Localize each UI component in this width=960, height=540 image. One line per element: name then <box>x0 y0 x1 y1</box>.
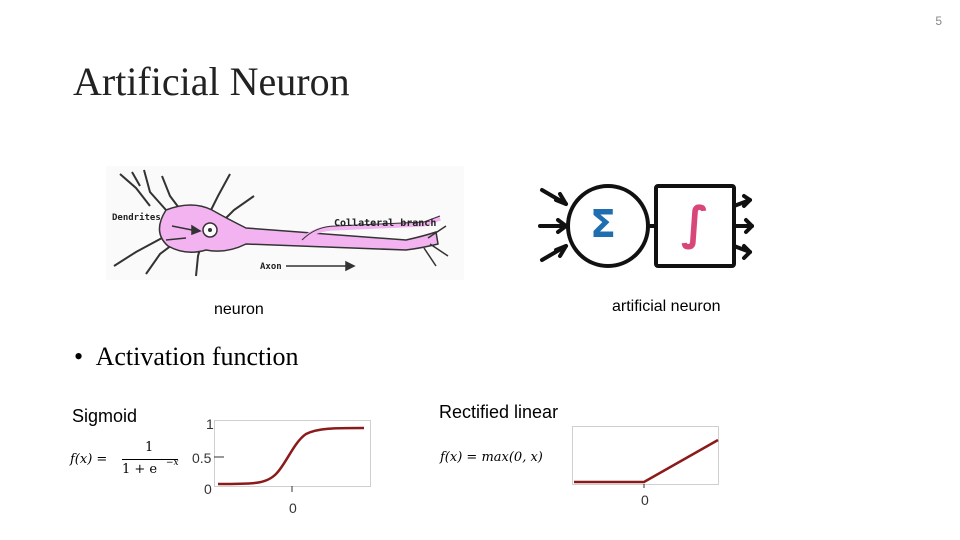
artificial-neuron-illustration: Σ ∫ <box>536 180 762 272</box>
artificial-neuron-drawing <box>538 184 754 268</box>
sigmoid-formula-lhs: f(x) = <box>70 452 108 467</box>
relu-x-tick-0: 0 <box>641 492 649 508</box>
collateral-branch-label: Collateral branch <box>334 218 437 229</box>
neuron-drawing <box>113 169 449 277</box>
sigmoid-formula-exponent: −x <box>166 458 179 468</box>
page-number: 5 <box>935 14 942 28</box>
sigmoid-formula: f(x) = 1 1 + e −x <box>70 440 180 480</box>
neuron-illustration: Dendrites Collateral branch Axon <box>106 166 464 280</box>
relu-curve <box>574 438 719 484</box>
relu-formula: f(x) = max(0, x) <box>440 450 543 465</box>
neuron-soma <box>158 204 439 253</box>
sigmoid-plot <box>214 420 371 492</box>
sigmoid-y-tick-0: 0 <box>204 481 212 497</box>
sigmoid-label: Sigmoid <box>72 406 138 426</box>
neuron-caption: neuron <box>214 301 264 318</box>
dendrites-label: Dendrites <box>112 213 161 223</box>
bullet-marker: • <box>74 342 84 371</box>
artificial-neuron-caption: artificial neuron <box>612 298 721 315</box>
activation-symbol: ∫ <box>681 196 710 250</box>
sigmoid-formula-fraction-bar <box>122 459 178 460</box>
sigmoid-y-tick-0.5: 0.5 <box>192 450 212 466</box>
sigmoid-y-tick-1: 1 <box>206 416 214 432</box>
relu-plot <box>572 426 719 488</box>
slide-title: Artificial Neuron <box>73 59 350 104</box>
axon-label: Axon <box>260 262 282 272</box>
relu-label: Rectified linear <box>439 402 559 422</box>
bullet-text: Activation function <box>95 342 299 371</box>
sigmoid-formula-numerator: 1 <box>145 440 154 455</box>
sigmoid-formula-denominator: 1 + e <box>122 462 158 477</box>
sigmoid-x-tick-0: 0 <box>289 500 297 516</box>
sum-symbol: Σ <box>590 202 616 246</box>
activation-function-bullet: • Activation function <box>74 342 299 372</box>
sigmoid-curve <box>217 426 365 486</box>
